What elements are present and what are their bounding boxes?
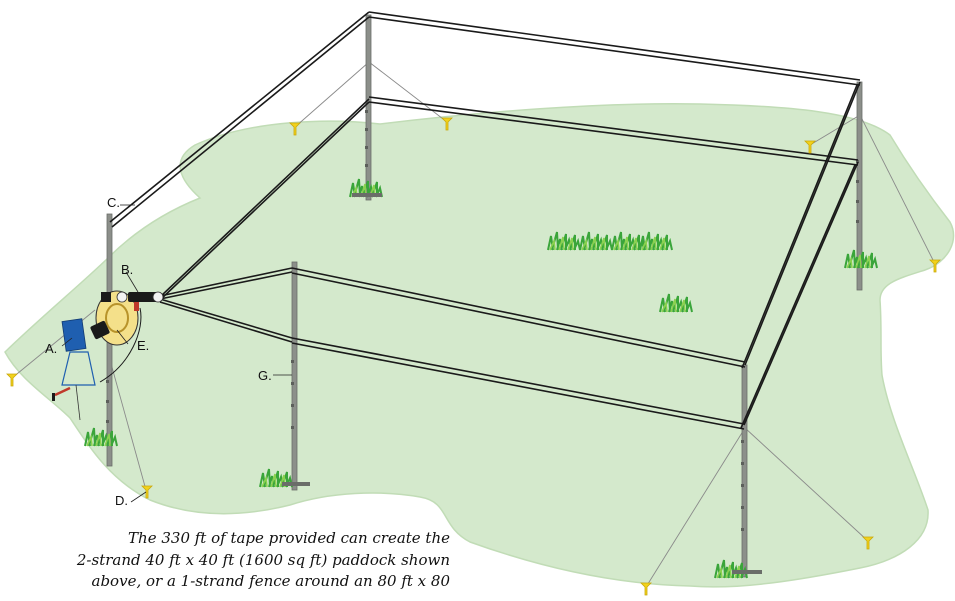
label-c: C. bbox=[107, 195, 120, 210]
post-front-right bbox=[741, 364, 748, 578]
post-notches bbox=[106, 110, 859, 531]
label-g: G. bbox=[258, 368, 272, 383]
caption-line-1: The 330 ft of tape provided can create t… bbox=[128, 529, 450, 547]
post-feet bbox=[282, 193, 762, 574]
post-front-middle bbox=[291, 261, 298, 491]
post-back-left bbox=[365, 14, 372, 201]
label-e: E. bbox=[137, 338, 150, 353]
caption-line-2: 2-strand 40 ft x 40 ft (1600 sq ft) padd… bbox=[76, 550, 450, 569]
energizer-box-icon bbox=[52, 318, 96, 421]
label-a: A. bbox=[45, 341, 58, 356]
callout-leaders bbox=[61, 204, 292, 503]
tape-reel-icon bbox=[90, 290, 139, 346]
ground-stake-icon bbox=[6, 373, 18, 387]
insulator-bar bbox=[101, 291, 164, 303]
label-d: D. bbox=[115, 493, 128, 508]
ground-area bbox=[4, 103, 955, 588]
caption: The 330 ft of tape provided can create t… bbox=[30, 528, 450, 593]
label-b: B. bbox=[121, 262, 134, 277]
caption-line-3: above, or a 1-strand fence around an 80 … bbox=[91, 572, 450, 590]
ground-stake-icon bbox=[640, 582, 652, 596]
fence-tape bbox=[109, 11, 861, 430]
energizer-lead bbox=[99, 307, 142, 383]
